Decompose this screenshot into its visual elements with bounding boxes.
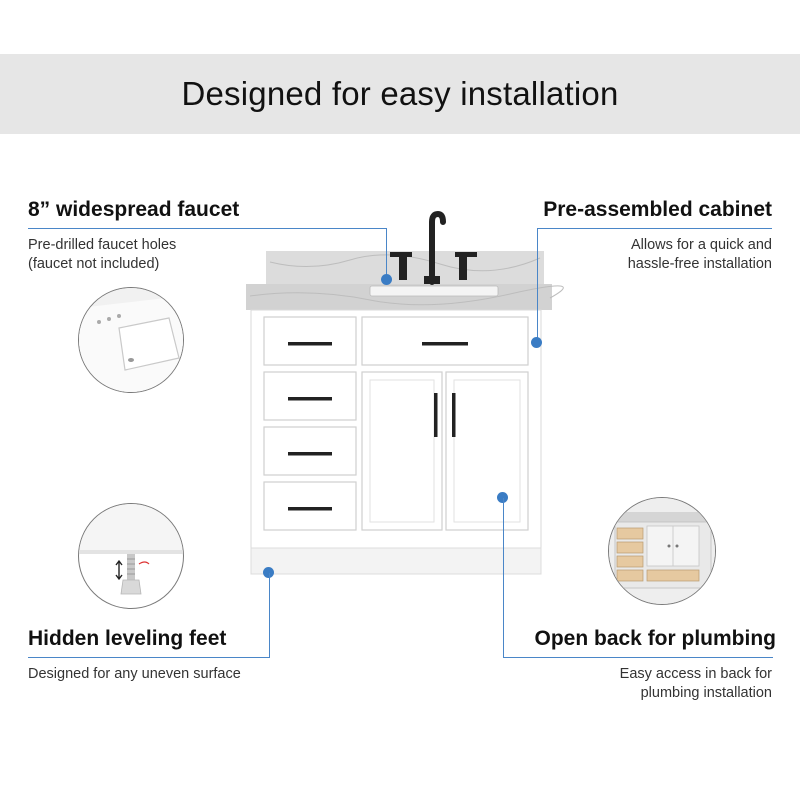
page-title: Designed for easy installation bbox=[181, 75, 619, 112]
cabinet-marker-dot bbox=[531, 337, 542, 348]
faucet-callout-line bbox=[28, 228, 386, 229]
sink-closeup-icon bbox=[78, 287, 184, 393]
faucet-icon bbox=[390, 210, 477, 285]
cabinet-feature-desc: Allows for a quick and hassle-free insta… bbox=[627, 237, 772, 272]
faucet-feature-desc: Pre-drilled faucet holes (faucet not inc… bbox=[28, 237, 177, 272]
back-callout-drop bbox=[503, 498, 504, 657]
leveling-foot-icon bbox=[78, 503, 184, 609]
back-marker-dot bbox=[497, 492, 508, 503]
cabinet-callout-drop bbox=[537, 228, 538, 338]
faucet-feature-title: 8” widespread faucet bbox=[28, 198, 240, 221]
cabinet-feature-title: Pre-assembled cabinet bbox=[543, 198, 772, 221]
feet-feature-title: Hidden leveling feet bbox=[28, 627, 227, 650]
back-callout-line bbox=[503, 657, 773, 658]
faucet-marker-dot bbox=[381, 274, 392, 285]
feet-callout-drop bbox=[269, 573, 270, 657]
feet-callout-line bbox=[28, 657, 270, 658]
feet-marker-dot bbox=[263, 567, 274, 578]
back-feature-title: Open back for plumbing bbox=[534, 627, 776, 650]
back-feature-desc: Easy access in back for plumbing install… bbox=[619, 666, 772, 701]
feet-feature-desc: Designed for any uneven surface bbox=[28, 666, 241, 682]
faucet-callout-drop bbox=[386, 228, 387, 276]
cabinet-callout-line bbox=[537, 228, 772, 229]
cabinet-back-icon bbox=[608, 497, 716, 605]
header-banner: Designed for easy installation bbox=[0, 54, 800, 134]
